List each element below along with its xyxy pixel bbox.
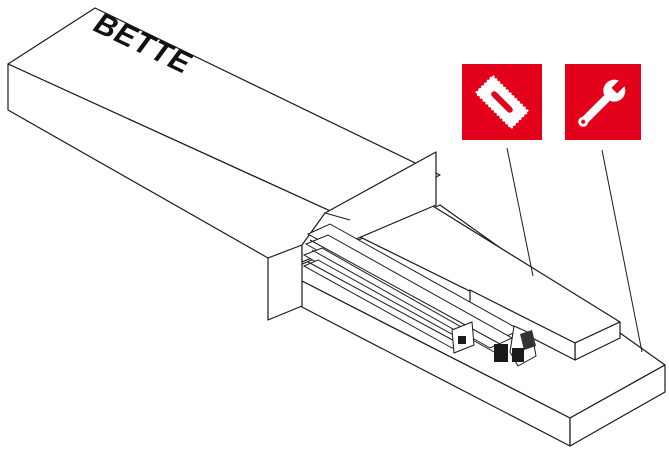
abrasive-pad-icon (462, 64, 542, 140)
wrench-icon (565, 64, 641, 140)
leader-lines (506, 147, 643, 353)
spacer-board (349, 194, 621, 361)
profile-rails (302, 223, 522, 354)
corner-connectors (494, 325, 537, 367)
cardboard-box (7, 7, 441, 321)
